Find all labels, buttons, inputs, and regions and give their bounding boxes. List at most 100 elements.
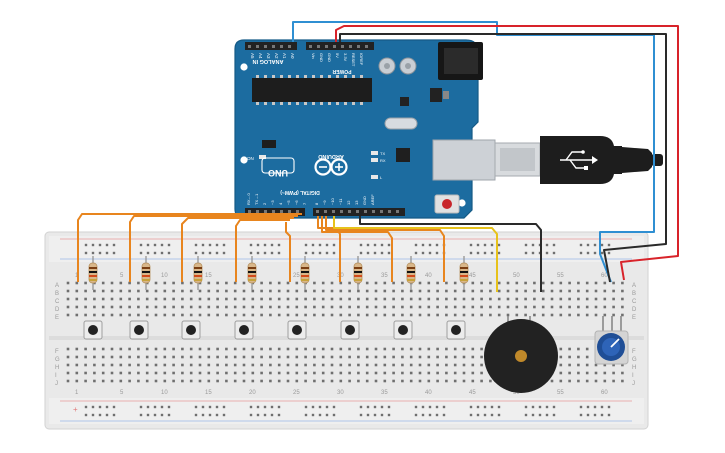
breadboard-hole xyxy=(585,363,589,367)
button-cap[interactable] xyxy=(186,325,196,335)
button-cap[interactable] xyxy=(292,325,302,335)
breadboard-hole xyxy=(101,289,105,293)
push-button[interactable] xyxy=(234,320,254,340)
push-button[interactable] xyxy=(340,320,360,340)
breadboard-hole xyxy=(524,289,527,293)
breadboard-hole xyxy=(339,297,343,301)
rail-hole xyxy=(483,243,487,247)
breadboard-hole xyxy=(242,281,246,285)
breadboard-hole xyxy=(110,347,114,351)
column-number: 5 xyxy=(120,273,124,279)
breadboard-hole xyxy=(533,281,536,285)
breadboard-hole xyxy=(427,305,431,309)
breadboard-hole xyxy=(84,363,87,367)
breadboard-hole xyxy=(128,347,131,351)
breadboard-hole xyxy=(330,289,334,293)
rail-hole xyxy=(249,243,253,247)
rail-hole xyxy=(442,405,446,409)
breadboard-hole xyxy=(524,305,527,309)
breadboard-hole xyxy=(207,355,211,359)
push-button[interactable] xyxy=(446,320,466,340)
button-cap[interactable] xyxy=(88,325,98,335)
rail-hole xyxy=(579,413,583,417)
push-button[interactable] xyxy=(129,320,149,340)
breadboard-hole xyxy=(137,363,140,367)
breadboard-hole xyxy=(233,281,237,285)
breadboard-hole xyxy=(260,371,263,375)
header-pins-bottom xyxy=(248,210,399,213)
breadboard-hole xyxy=(603,363,607,367)
breadboard-hole xyxy=(145,305,149,309)
breadboard-hole xyxy=(374,281,378,285)
rail-hole xyxy=(201,243,205,247)
breadboard-hole xyxy=(198,371,202,375)
potentiometer[interactable] xyxy=(594,316,629,365)
mounting-hole xyxy=(240,63,248,71)
breadboard-hole xyxy=(119,281,123,285)
analog-pin-labels: A5 A4 A3 A2 A1 A0 xyxy=(250,53,295,59)
breadboard-hole xyxy=(145,371,149,375)
push-button[interactable] xyxy=(181,320,201,340)
breadboard-hole xyxy=(110,355,114,359)
rail-hole xyxy=(435,251,439,255)
push-button[interactable] xyxy=(393,320,413,340)
wire-signal-7 xyxy=(321,216,393,282)
breadboard-hole xyxy=(480,363,483,367)
button-cap[interactable] xyxy=(239,325,249,335)
breadboard-hole xyxy=(277,371,281,375)
crystal-oscillator xyxy=(384,117,418,130)
rail-hole xyxy=(325,413,329,417)
button-cap[interactable] xyxy=(134,325,144,335)
resistor-band xyxy=(142,267,150,269)
rail-hole xyxy=(607,405,611,409)
breadboard-hole xyxy=(585,305,589,309)
rail-hole xyxy=(194,405,198,409)
rail-hole xyxy=(490,251,494,255)
rail-hole xyxy=(600,405,604,409)
rail-hole xyxy=(545,413,549,417)
breadboard-hole xyxy=(401,289,404,293)
column-number: 15 xyxy=(205,273,212,279)
breadboard-hole xyxy=(427,313,431,317)
breadboard-hole xyxy=(295,347,299,351)
rail-hole xyxy=(112,251,116,255)
arduino-uno-board[interactable]: ANALOG IN POWER A5 A4 A3 A2 A1 A0 Vin GN… xyxy=(234,39,483,219)
breadboard-hole xyxy=(445,363,448,367)
breadboard-hole xyxy=(251,305,255,309)
row-letter: G xyxy=(632,357,637,363)
rail-hole xyxy=(373,413,377,417)
piezo-buzzer[interactable] xyxy=(484,316,558,393)
resistor-band xyxy=(460,267,468,269)
rail-hole xyxy=(359,243,363,247)
breadboard-hole xyxy=(181,379,184,383)
push-button[interactable] xyxy=(83,320,103,340)
rail-hole xyxy=(146,251,150,255)
reset-button[interactable] xyxy=(434,194,460,214)
breadboard-hole xyxy=(603,371,607,375)
breadboard-hole xyxy=(392,379,395,383)
push-button[interactable] xyxy=(287,320,307,340)
breadboard-hole xyxy=(409,305,413,309)
breadboard-hole xyxy=(559,371,563,375)
breadboard-hole xyxy=(612,371,615,375)
breadboard-hole xyxy=(383,305,387,309)
rail-hole xyxy=(531,405,535,409)
pin-label: ~10 xyxy=(330,197,335,205)
breadboard-hole xyxy=(84,379,87,383)
breadboard-hole xyxy=(383,289,387,293)
resistor-band xyxy=(301,267,309,269)
resistor xyxy=(300,256,310,290)
breadboard-hole xyxy=(207,347,211,351)
breadboard-hole xyxy=(181,363,184,367)
button-cap[interactable] xyxy=(345,325,355,335)
rail-hole xyxy=(387,413,391,417)
breadboard-hole xyxy=(348,355,351,359)
breadboard-hole xyxy=(172,281,175,285)
breadboard-hole xyxy=(101,347,105,351)
breadboard-hole xyxy=(321,379,325,383)
rail-hole xyxy=(380,405,384,409)
button-cap[interactable] xyxy=(451,325,461,335)
button-cap[interactable] xyxy=(398,325,408,335)
rail-hole xyxy=(91,413,95,417)
rx-label: RX xyxy=(380,158,386,163)
